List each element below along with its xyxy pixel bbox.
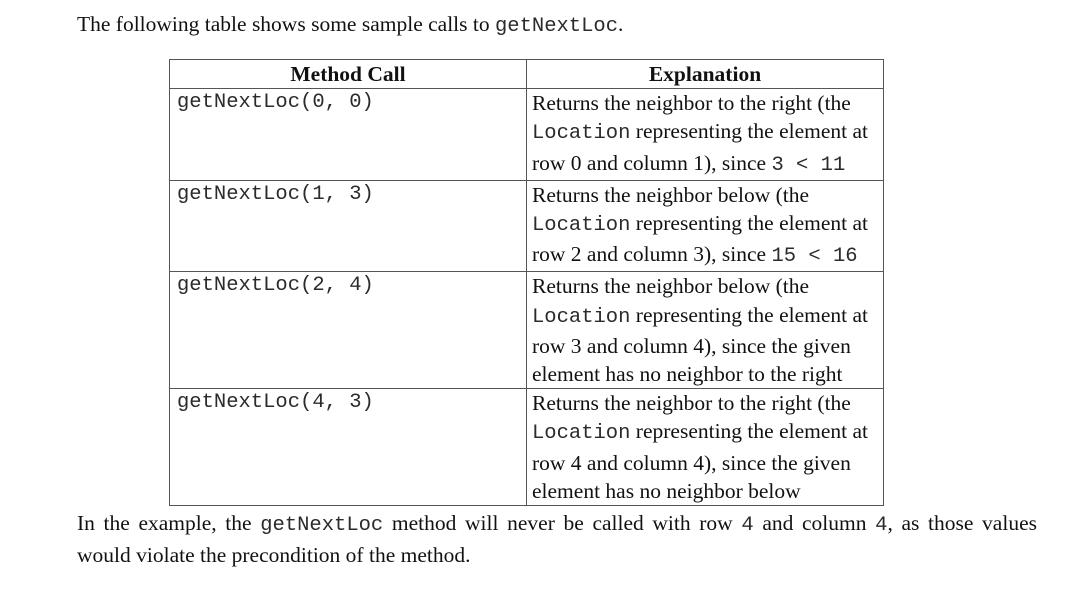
text-run: representing the element at row 2 and co… xyxy=(532,211,869,267)
table-row: getNextLoc(2, 4) Returns the neighbor be… xyxy=(169,271,884,390)
intro-text: The following table shows some sample ca… xyxy=(77,12,490,36)
header-method-call: Method Call xyxy=(169,58,527,90)
table-header-row: Method Call Explanation xyxy=(169,58,884,90)
explanation-cell: Returns the neighbor below (the Location… xyxy=(526,179,884,273)
explanation-cell: Returns the neighbor to the right (the L… xyxy=(526,88,884,181)
text-run: and column xyxy=(753,511,876,535)
method-call-cell: getNextLoc(4, 3) xyxy=(169,388,527,507)
text-run: representing the element at row 3 and co… xyxy=(532,302,869,387)
intro-end: . xyxy=(618,12,624,36)
explanation-cell: Returns the neighbor below (the Location… xyxy=(526,271,884,390)
outro-paragraph: In the example, the getNextLoc method wi… xyxy=(77,509,1037,569)
method-call-cell: getNextLoc(0, 0) xyxy=(169,88,527,181)
text-run: representing the element at row 4 and co… xyxy=(532,419,869,503)
header-explanation: Explanation xyxy=(526,58,884,90)
text-run: Returns the neighbor below (the xyxy=(532,182,810,207)
code-text: 3 < 11 xyxy=(771,153,846,177)
explanation-cell: Returns the neighbor to the right (the L… xyxy=(526,388,884,507)
code-text: Location xyxy=(532,122,631,146)
method-call-cell: getNextLoc(2, 4) xyxy=(169,271,527,390)
code-text: 15 < 16 xyxy=(771,245,858,269)
text-run: Returns the neighbor below (the xyxy=(532,274,810,299)
intro-method-name: getNextLoc xyxy=(494,15,619,38)
text-run: , as those values would violate the prec… xyxy=(77,511,1037,567)
text-run: Returns the neighbor to the right (the xyxy=(532,391,851,416)
method-call-cell: getNextLoc(1, 3) xyxy=(169,179,527,273)
code-text: 4 xyxy=(875,514,888,537)
intro-paragraph: The following table shows some sample ca… xyxy=(77,10,1037,41)
code-text: Location xyxy=(532,422,631,446)
code-text: Location xyxy=(532,305,631,329)
text-run: Returns the neighbor to the right (the xyxy=(532,91,851,116)
table-row: getNextLoc(0, 0) Returns the neighbor to… xyxy=(169,88,884,181)
code-text: getNextLoc xyxy=(260,514,384,537)
text-run: In the example, the xyxy=(77,511,261,535)
text-run: method will never be called with row xyxy=(383,511,742,535)
text-run: representing the element at row 0 and co… xyxy=(532,119,869,175)
code-text: 4 xyxy=(741,514,754,537)
table-row: getNextLoc(1, 3) Returns the neighbor be… xyxy=(169,179,884,273)
sample-calls-table: Method Call Explanation getNextLoc(0, 0)… xyxy=(169,58,884,507)
code-text: Location xyxy=(532,214,631,238)
table-row: getNextLoc(4, 3) Returns the neighbor to… xyxy=(169,388,884,507)
